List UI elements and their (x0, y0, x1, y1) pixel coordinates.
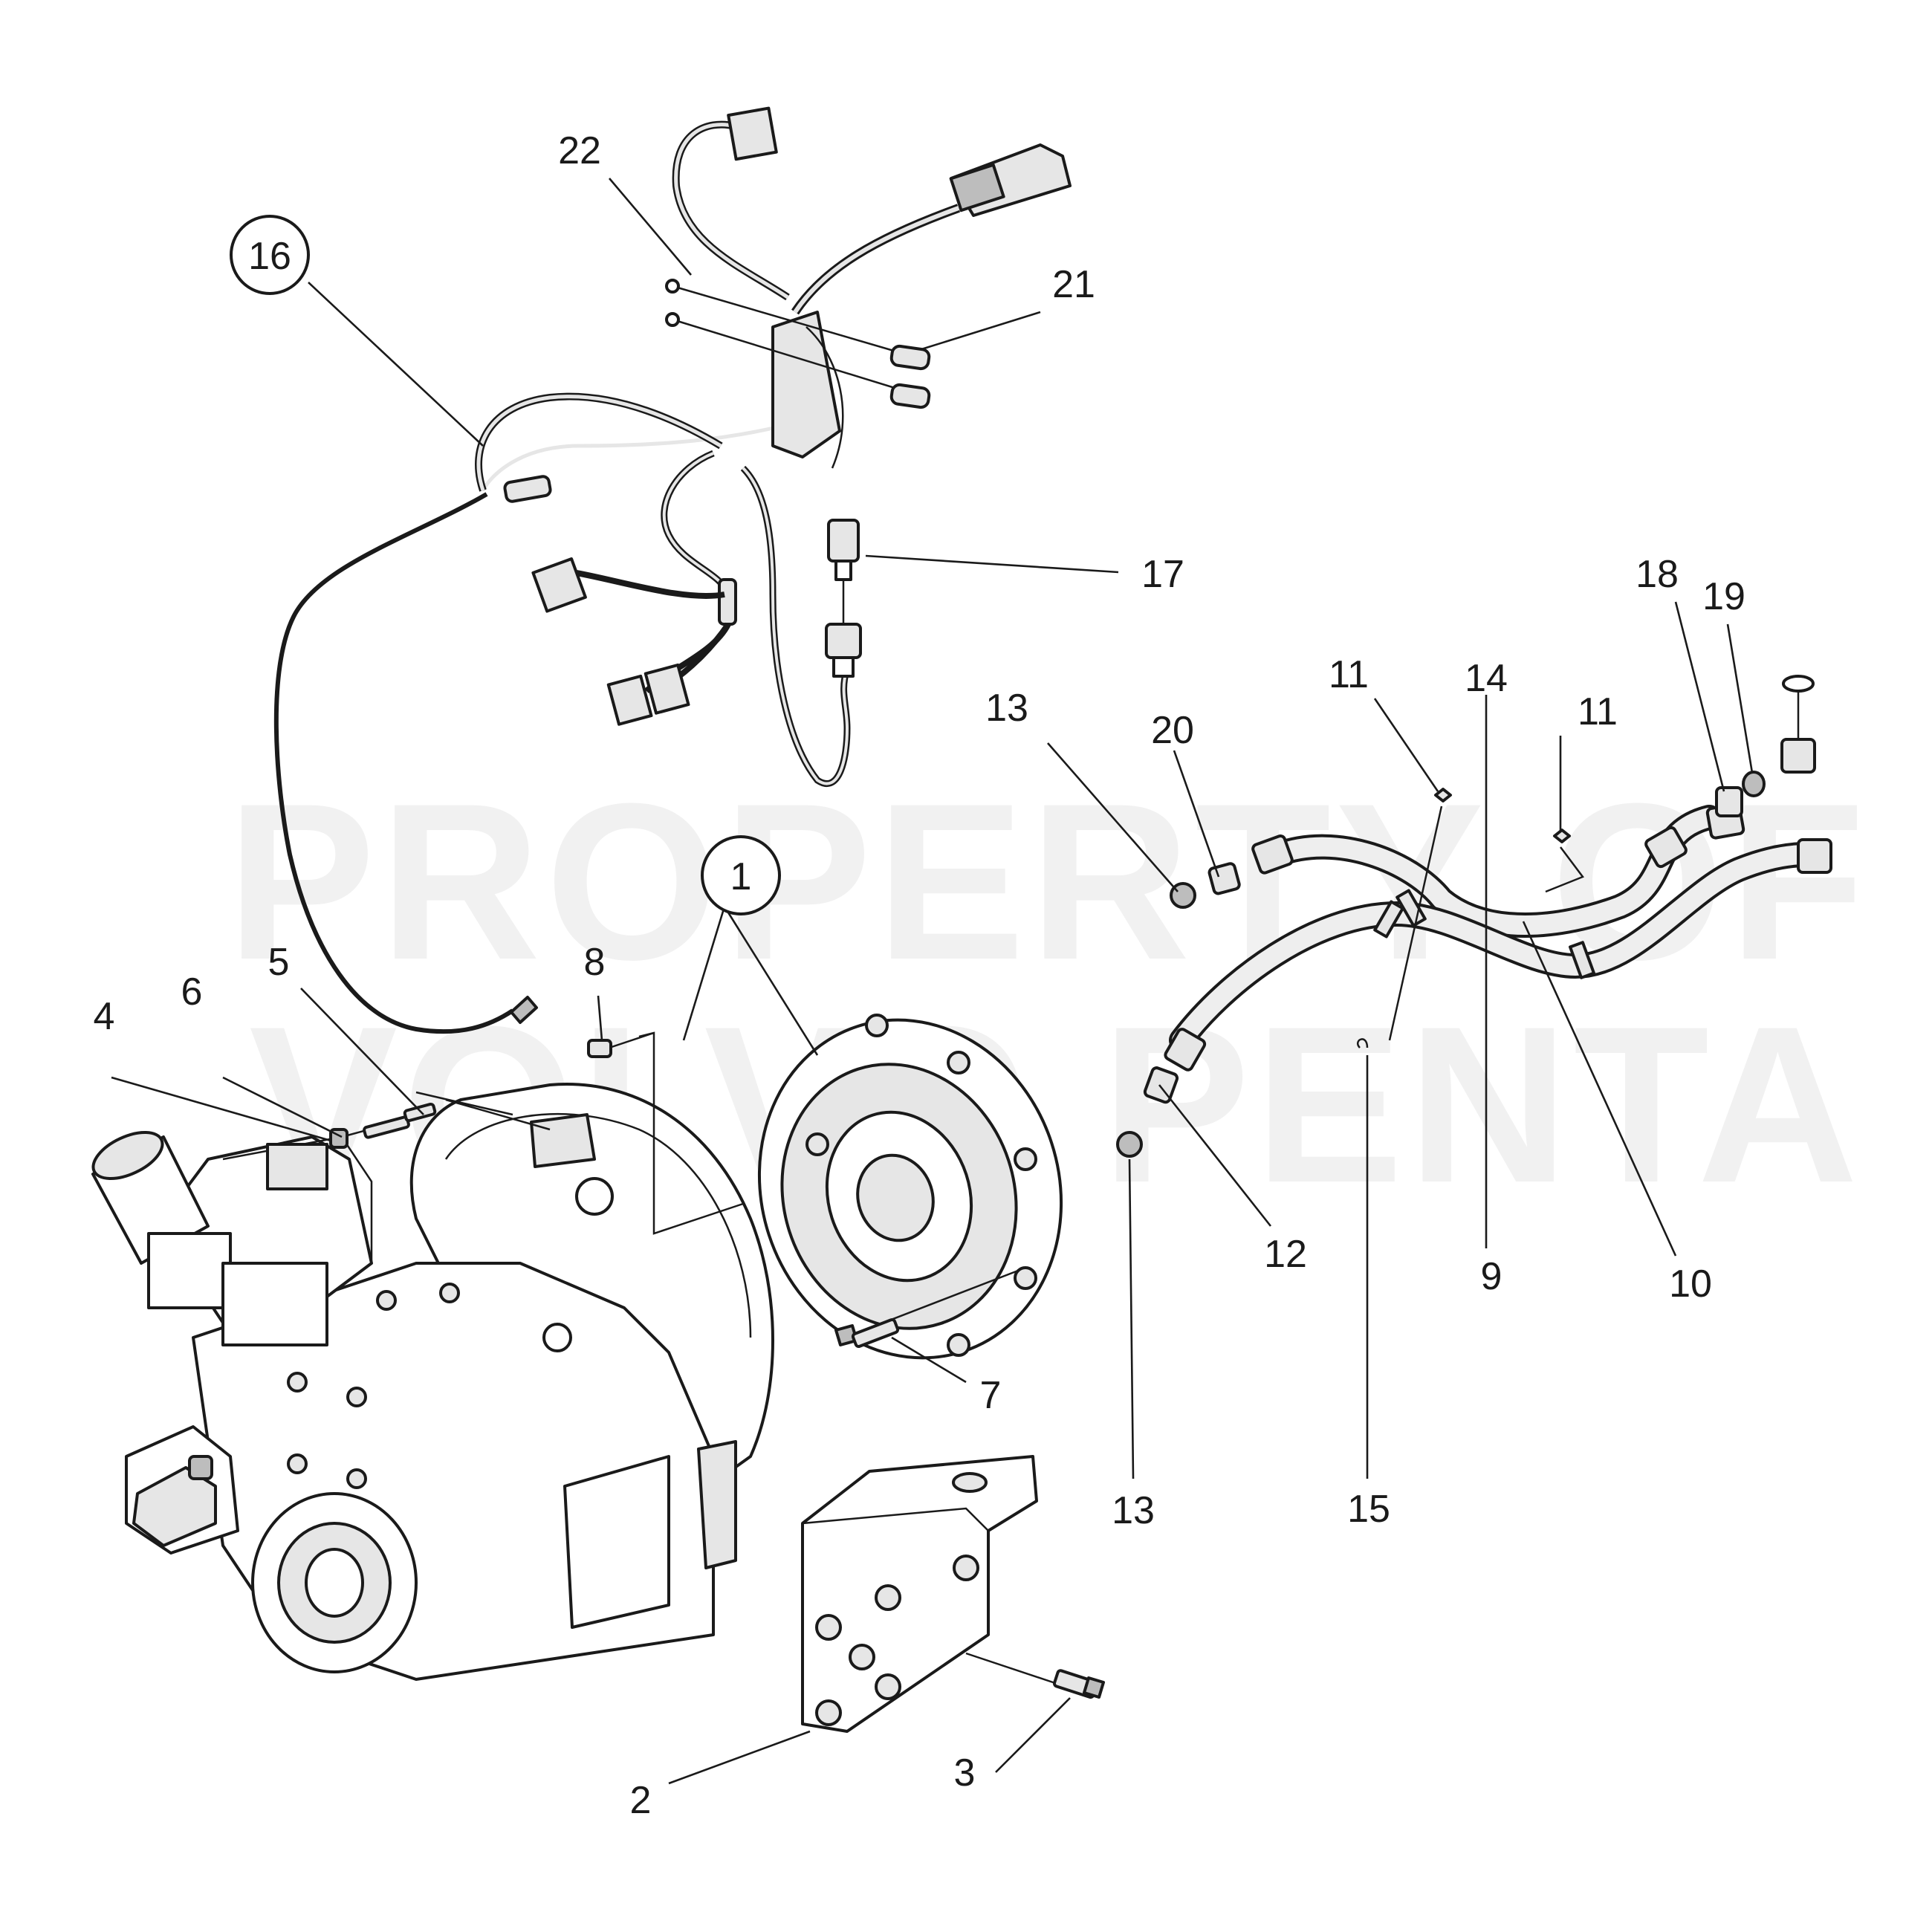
mounting-bracket (801, 1455, 1038, 1733)
callout-5: 5 (268, 941, 290, 984)
oil-hoses (1116, 675, 1832, 1158)
callout-11-right: 11 (1578, 690, 1618, 733)
callout-1-circle (701, 835, 781, 915)
sensor-17 (825, 519, 862, 678)
callout-3: 3 (954, 1751, 976, 1795)
callout-18: 18 (1636, 553, 1679, 596)
callout-12: 12 (1264, 1233, 1307, 1276)
bolt-3 (965, 1652, 1105, 1699)
callout-20: 20 (1151, 709, 1194, 752)
callout-15: 15 (1347, 1488, 1390, 1531)
small-bolts (329, 1031, 744, 1235)
callout-labels: 16 1 22 21 17 13 20 11 14 11 18 19 12 9 … (94, 129, 1745, 1822)
callout-11-left: 11 (1329, 653, 1369, 696)
leader-lines (111, 178, 1754, 1785)
flexible-coupling (757, 1014, 1063, 1360)
gearbox-assembly (91, 1083, 774, 1681)
callout-19: 19 (1702, 575, 1745, 618)
callout-13-lower: 13 (1112, 1489, 1155, 1532)
callout-14: 14 (1465, 657, 1508, 700)
callout-6: 6 (181, 970, 203, 1014)
callout-1: 1 (730, 855, 752, 898)
callout-4: 4 (94, 995, 115, 1038)
callout-2: 2 (630, 1779, 652, 1822)
callout-13-upper: 13 (985, 687, 1028, 730)
callout-8: 8 (584, 941, 606, 984)
callout-21: 21 (1052, 263, 1095, 306)
wiring-harness (273, 106, 1072, 1034)
callout-10: 10 (1669, 1262, 1712, 1306)
callout-9: 9 (1481, 1255, 1503, 1298)
callout-16: 16 (248, 235, 291, 278)
callout-7: 7 (980, 1374, 1002, 1417)
callout-16-circle (230, 215, 310, 295)
callout-17: 17 (1141, 553, 1184, 596)
watermark-line-1: PROPERTY OF (227, 756, 1870, 1006)
bolt-7 (834, 1269, 1019, 1348)
callout-22: 22 (558, 129, 601, 172)
